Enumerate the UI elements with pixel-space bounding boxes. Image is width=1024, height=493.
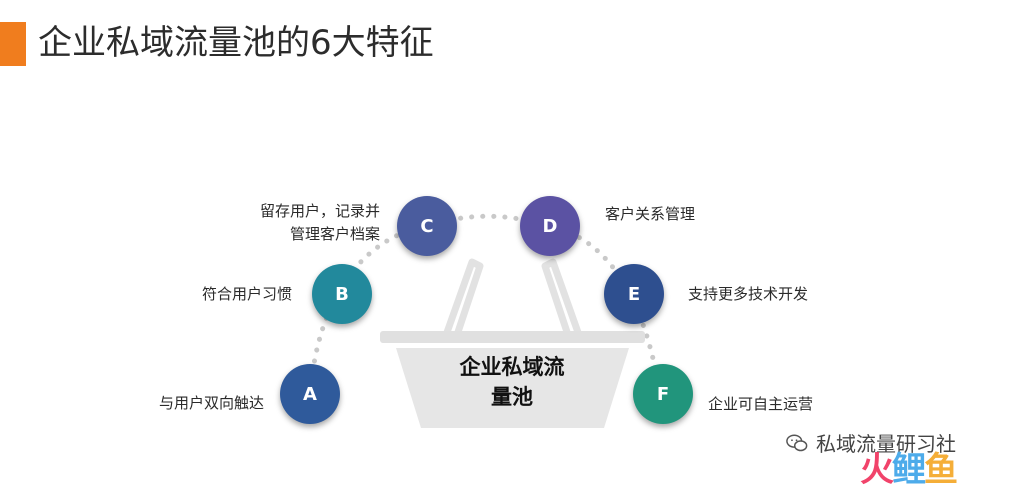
center-label-line1: 企业私域流 — [459, 355, 565, 379]
node-a-letter: A — [303, 383, 317, 405]
node-a: A — [280, 364, 340, 424]
watermark-text: 私域流量研习社 — [816, 432, 956, 456]
label-e: 支持更多技术开发 — [688, 285, 809, 303]
node-c-letter: C — [420, 215, 434, 237]
node-f-letter: F — [656, 383, 670, 405]
label-f: 企业可自主运营 — [708, 395, 814, 413]
basket-handle — [441, 258, 584, 340]
node-b-letter: B — [335, 283, 349, 305]
watermark: 私域流量研习社 — [786, 428, 956, 457]
basket-rim — [380, 331, 645, 343]
center-label-line2: 量池 — [491, 385, 533, 409]
brand-logo: 火鲤鱼 — [860, 450, 958, 490]
brand-part3: 鱼 — [924, 450, 958, 490]
label-b: 符合用户习惯 — [201, 285, 292, 303]
brand-part1: 火 — [860, 450, 894, 490]
title-accent-bar — [0, 22, 26, 66]
node-c: C — [397, 196, 457, 256]
basket-body — [396, 348, 629, 428]
page-title: 企业私域流量池的6大特征 — [38, 23, 434, 63]
node-e: E — [604, 264, 664, 324]
node-d-letter: D — [542, 215, 558, 237]
node-f: F — [633, 364, 693, 424]
center-label: 企业私域流 量池 — [412, 352, 612, 412]
label-c-line1: 留存用户，记录并 — [259, 202, 380, 220]
label-c: 留存用户，记录并 管理客户档案 — [222, 200, 380, 246]
label-a: 与用户双向触达 — [158, 394, 264, 412]
brand-part2: 鲤 — [892, 450, 926, 490]
wechat-icon — [786, 433, 808, 451]
node-d: D — [520, 196, 580, 256]
label-c-line2: 管理客户档案 — [289, 225, 380, 243]
node-b: B — [312, 264, 372, 324]
label-d: 客户关系管理 — [605, 205, 696, 223]
node-e-letter: E — [627, 283, 641, 305]
